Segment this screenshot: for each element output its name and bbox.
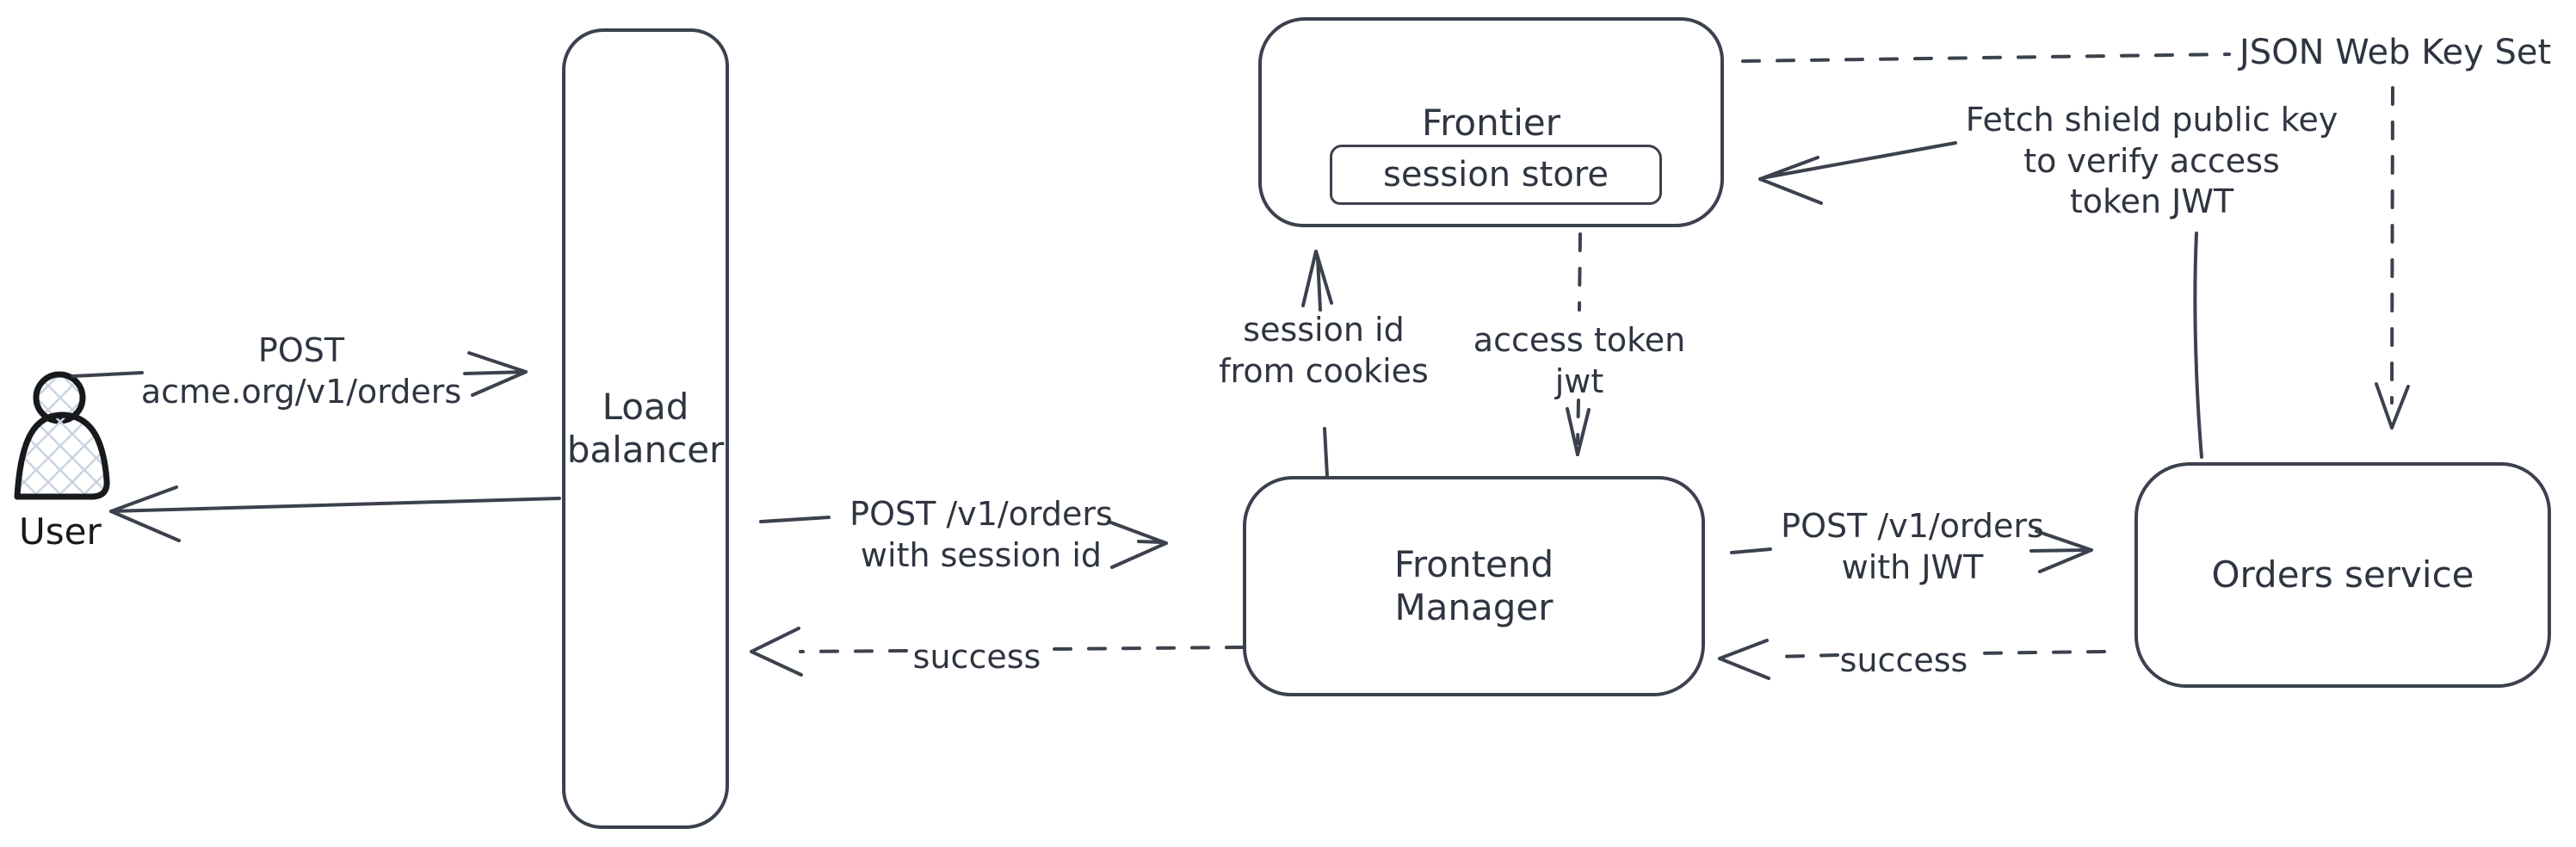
edge-label-fm-to-frontier: session id from cookies xyxy=(1219,310,1429,392)
frontier-title: Frontier xyxy=(1421,102,1560,144)
edge-frontier-to-jwks xyxy=(1741,53,2231,63)
load-balancer-title-line2: balancer xyxy=(566,429,725,471)
session-store-title: session store xyxy=(1383,155,1609,195)
edge-label-user-to-lb-line2: acme.org/v1/orders xyxy=(140,372,462,411)
edge-label-lb-to-fm-line2: with session id xyxy=(860,535,1103,574)
edge-label-orders-to-frontier-line1: Fetch shield public key xyxy=(1965,101,2338,139)
user-body xyxy=(14,411,110,500)
edge-label-user-to-lb: POST acme.org/v1/orders xyxy=(141,331,461,412)
node-frontier: Frontier session store xyxy=(1258,17,1724,227)
frontend-manager-title-line2: Manager xyxy=(1394,586,1554,628)
orders-service-title: Orders service xyxy=(2211,553,2474,596)
node-session-store: session store xyxy=(1330,145,1662,205)
frontend-manager-title: Frontend Manager xyxy=(1394,543,1554,630)
edge-label-frontier-to-fm-line2: jwt xyxy=(1554,362,1604,400)
edge-jwks-to-orders xyxy=(2375,86,2410,430)
edge-label-frontier-to-fm-line1: access token xyxy=(1473,321,1686,359)
user-head xyxy=(33,371,86,424)
edge-label-lb-to-fm: POST /v1/orders with session id xyxy=(849,494,1113,576)
edge-label-fm-to-orders-line2: with JWT xyxy=(1841,547,1984,586)
load-balancer-title: Load balancer xyxy=(567,386,725,473)
edge-label-user-to-lb-line1: POST xyxy=(257,331,345,369)
frontend-manager-title-line1: Frontend xyxy=(1393,542,1554,585)
user-figure-icon xyxy=(14,371,110,500)
user-label: User xyxy=(19,510,102,553)
edge-label-fm-to-orders: POST /v1/orders with JWT xyxy=(1781,506,2044,588)
edge-label-frontier-to-fm: access token jwt xyxy=(1473,320,1685,402)
edge-lb-to-user xyxy=(109,485,561,542)
edge-label-fm-to-frontier-line1: session id xyxy=(1243,311,1405,349)
edge-label-orders-to-frontier-line2: to verify access xyxy=(2023,141,2280,180)
load-balancer-title-line1: Load xyxy=(602,385,689,428)
node-orders-service: Orders service xyxy=(2134,462,2551,688)
edge-label-lb-to-fm-line1: POST /v1/orders xyxy=(849,495,1113,533)
node-load-balancer: Load balancer xyxy=(562,28,729,829)
edge-label-fm-to-frontier-line2: from cookies xyxy=(1219,351,1429,390)
edge-label-orders-to-fm-success: success xyxy=(1839,641,1968,679)
jwks-label: JSON Web Key Set xyxy=(2239,33,2552,72)
edge-label-fm-to-orders-line1: POST /v1/orders xyxy=(1781,507,2044,545)
edge-label-fm-to-lb-success: success xyxy=(912,638,1041,676)
edge-label-orders-to-frontier: Fetch shield public key to verify access… xyxy=(1966,100,2338,223)
node-frontend-manager: Frontend Manager xyxy=(1243,476,1705,696)
edge-label-orders-to-frontier-line3: token JWT xyxy=(2069,182,2234,220)
